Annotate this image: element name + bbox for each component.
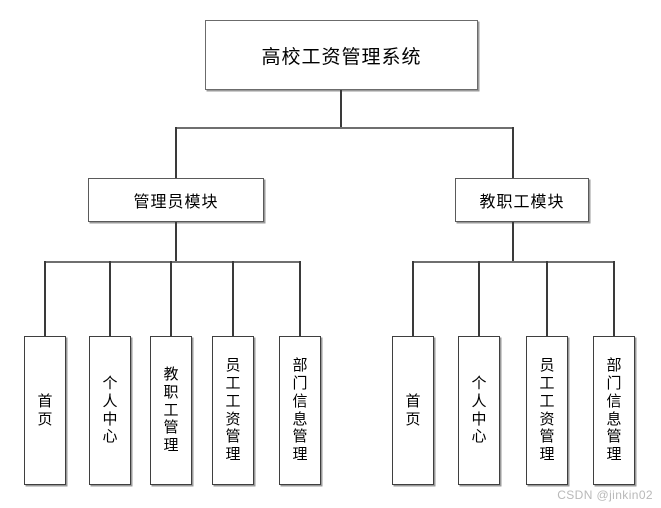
node-leaf-admin-staff-management[interactable]: 教职工管理 [150, 336, 192, 485]
vertical-char: 管 [163, 419, 179, 437]
vertical-char: 管 [225, 428, 241, 446]
connector-admin-drop-2 [109, 261, 111, 337]
connector-admin-drop-5 [299, 261, 301, 337]
node-leaf-admin-staff-management-label: 教职工管理 [151, 366, 191, 454]
vertical-char: 管 [292, 428, 308, 446]
vertical-char: 管 [539, 428, 555, 446]
connector-drop-admin-module [175, 127, 177, 178]
vertical-char: 首 [405, 392, 421, 410]
vertical-char: 心 [102, 428, 118, 446]
connector-admin-drop-3 [170, 261, 172, 337]
vertical-char: 理 [163, 437, 179, 455]
node-leaf-staff-department-info-label: 部门信息管理 [594, 357, 634, 463]
vertical-char: 部 [606, 357, 622, 375]
node-root-system[interactable]: 高校工资管理系统 [205, 20, 478, 90]
node-module-staff[interactable]: 教职工模块 [455, 178, 589, 222]
vertical-char: 理 [292, 445, 308, 463]
node-module-staff-label: 教职工模块 [479, 194, 565, 211]
vertical-char: 息 [606, 410, 622, 428]
vertical-char: 资 [225, 410, 241, 428]
connector-staff-drop-4 [613, 261, 615, 337]
vertical-char: 个 [471, 375, 487, 393]
node-module-admin[interactable]: 管理员模块 [88, 178, 264, 222]
vertical-char: 信 [292, 392, 308, 410]
node-leaf-admin-department-info[interactable]: 部门信息管理 [279, 336, 321, 485]
vertical-char: 资 [539, 410, 555, 428]
vertical-char: 工 [539, 392, 555, 410]
node-leaf-staff-salary-management[interactable]: 员工工资管理 [526, 336, 568, 485]
vertical-char: 中 [102, 410, 118, 428]
vertical-char: 中 [471, 410, 487, 428]
node-leaf-staff-personal-center[interactable]: 个人中心 [458, 336, 500, 485]
node-leaf-staff-personal-center-label: 个人中心 [459, 375, 499, 446]
node-leaf-admin-department-info-label: 部门信息管理 [280, 357, 320, 463]
vertical-char: 页 [405, 410, 421, 428]
connector-staff-trunk [512, 222, 514, 262]
vertical-char: 员 [539, 357, 555, 375]
vertical-char: 工 [225, 375, 241, 393]
vertical-char: 工 [225, 392, 241, 410]
vertical-char: 心 [471, 428, 487, 446]
node-leaf-admin-salary-management[interactable]: 员工工资管理 [212, 336, 254, 485]
connector-staff-drop-2 [478, 261, 480, 337]
vertical-char: 人 [471, 392, 487, 410]
vertical-char: 信 [606, 392, 622, 410]
vertical-char: 职 [163, 383, 179, 401]
connector-staff-drop-3 [546, 261, 548, 337]
vertical-char: 页 [37, 410, 53, 428]
node-leaf-admin-salary-management-label: 员工工资管理 [213, 357, 253, 463]
vertical-char: 门 [292, 375, 308, 393]
vertical-char: 理 [539, 445, 555, 463]
node-root-label: 高校工资管理系统 [261, 46, 422, 68]
node-module-admin-label: 管理员模块 [133, 194, 219, 211]
watermark-text: CSDN @jinkin02 [557, 488, 653, 502]
vertical-char: 息 [292, 410, 308, 428]
connector-admin-drop-4 [232, 261, 234, 337]
node-leaf-admin-home[interactable]: 首页 [24, 336, 66, 485]
connector-admin-trunk [175, 222, 177, 262]
vertical-char: 教 [163, 366, 179, 384]
node-leaf-staff-salary-management-label: 员工工资管理 [527, 357, 567, 463]
vertical-char: 员 [225, 357, 241, 375]
node-leaf-staff-department-info[interactable]: 部门信息管理 [593, 336, 635, 485]
connector-drop-staff-module [512, 127, 514, 178]
connector-admin-split-bar [44, 261, 301, 263]
connector-staff-drop-1 [412, 261, 414, 337]
node-leaf-admin-home-label: 首页 [25, 393, 65, 428]
vertical-char: 门 [606, 375, 622, 393]
node-leaf-staff-home[interactable]: 首页 [392, 336, 434, 485]
vertical-char: 管 [606, 428, 622, 446]
vertical-char: 理 [606, 445, 622, 463]
vertical-char: 工 [539, 375, 555, 393]
vertical-char: 人 [102, 392, 118, 410]
vertical-char: 首 [37, 392, 53, 410]
node-leaf-admin-personal-center[interactable]: 个人中心 [89, 336, 131, 485]
connector-root-split-bar [175, 127, 514, 129]
connector-staff-split-bar [412, 261, 615, 263]
connector-root-trunk [340, 90, 342, 128]
node-leaf-staff-home-label: 首页 [393, 393, 433, 428]
node-leaf-admin-personal-center-label: 个人中心 [90, 375, 130, 446]
vertical-char: 工 [163, 401, 179, 419]
vertical-char: 个 [102, 375, 118, 393]
connector-admin-drop-1 [44, 261, 46, 337]
vertical-char: 部 [292, 357, 308, 375]
vertical-char: 理 [225, 445, 241, 463]
